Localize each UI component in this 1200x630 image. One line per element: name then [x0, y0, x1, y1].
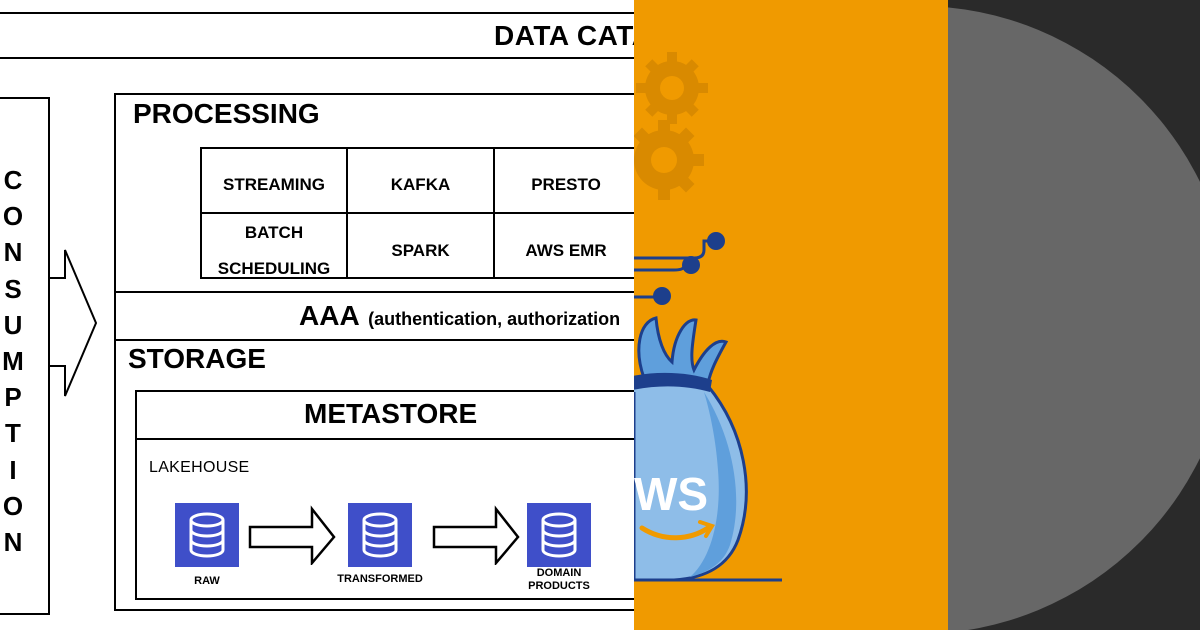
cell-aws-emr: AWS EMR [525, 241, 607, 260]
cell-presto: PRESTO [531, 175, 601, 194]
consumption-arrow [49, 249, 98, 397]
data-catalog-title: DATA CATALOG [494, 20, 634, 51]
aaa-detail: (authentication, authorization [368, 309, 621, 329]
stage-label-transformed: TRANSFORMED [337, 573, 423, 585]
circuit-lines [634, 239, 714, 299]
aws-illustration-panel: WS [634, 0, 948, 630]
stage-label-products: PRODUCTS [528, 580, 590, 592]
cell-spark: SPARK [391, 241, 450, 260]
cell-streaming: STREAMING [223, 175, 325, 194]
bag-top [637, 316, 729, 386]
storage-box [114, 339, 634, 611]
database-icon [348, 503, 412, 567]
stage-label-domain: DOMAIN [536, 567, 582, 579]
gear-icon [636, 52, 708, 124]
processing-title: PROCESSING [133, 98, 320, 129]
aaa-title: AAA [299, 300, 360, 331]
bag-tie [634, 372, 712, 392]
cell-batch: BATCH [244, 223, 304, 242]
aws-smile-icon [639, 525, 711, 541]
bag-aws-text: WS [634, 468, 708, 520]
aws-money-bag-illustration: WS [634, 52, 782, 582]
database-icon [527, 503, 591, 567]
data-catalog-banner [0, 12, 634, 59]
metastore-box [135, 390, 634, 600]
gray-disc-shape [948, 7, 1200, 630]
dark-disc-panel [948, 0, 1200, 630]
aaa-label: AAA (authentication, authorization [299, 300, 620, 332]
database-icon [175, 503, 239, 567]
cell-kafka: KAFKA [390, 175, 451, 194]
architecture-diagram: DATA CATALOG CONSUMPTION PROCESSING STRE… [0, 12, 634, 615]
gear-icon [634, 120, 704, 200]
consumption-label: CONSUMPTION [2, 165, 24, 558]
flow-arrow [248, 505, 336, 565]
lakehouse-label: LAKEHOUSE [149, 459, 250, 476]
storage-title: STORAGE [128, 343, 266, 374]
metastore-title: METASTORE [304, 398, 478, 429]
flow-arrow [432, 505, 520, 565]
stage-label-raw: RAW [194, 575, 220, 587]
cell-scheduling: SCHEDULING [217, 259, 331, 278]
